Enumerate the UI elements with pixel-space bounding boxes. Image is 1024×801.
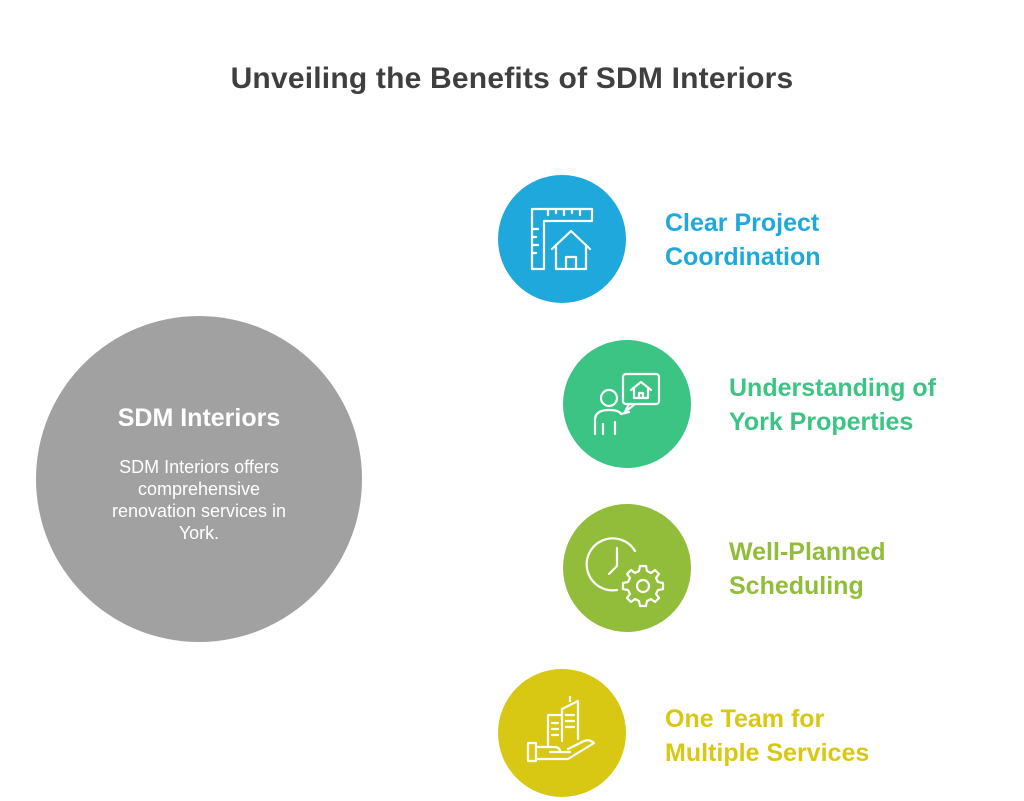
benefit-label-2: Understanding of York Properties bbox=[729, 371, 1019, 439]
benefit-label-4-line1: One Team for bbox=[665, 705, 825, 733]
benefit-label-2-line2: York Properties bbox=[729, 408, 914, 436]
benefit-label-3: Well-Planned Scheduling bbox=[729, 535, 1019, 603]
center-description: SDM Interiors offers comprehensive renov… bbox=[111, 457, 287, 543]
benefit-circle-3 bbox=[563, 504, 691, 632]
ruler-house-icon bbox=[530, 207, 594, 271]
benefit-circle-2 bbox=[563, 340, 691, 468]
hand-buildings-icon bbox=[526, 695, 596, 763]
benefit-label-2-line1: Understanding of bbox=[729, 374, 936, 402]
benefit-label-3-line1: Well-Planned bbox=[729, 538, 886, 566]
benefit-label-1-line2: Coordination bbox=[665, 243, 821, 271]
benefit-label-1: Clear Project Coordination bbox=[665, 206, 955, 274]
page-title: Unveiling the Benefits of SDM Interiors bbox=[230, 62, 794, 95]
benefit-circle-4 bbox=[498, 669, 626, 797]
sdm-interiors-circle bbox=[36, 316, 362, 642]
benefit-circle-1 bbox=[498, 175, 626, 303]
clock-gear-icon bbox=[585, 537, 665, 608]
benefit-label-4: One Team for Multiple Services bbox=[665, 702, 955, 770]
center-title: SDM Interiors bbox=[117, 404, 281, 432]
person-house-speech-icon bbox=[593, 372, 661, 436]
benefit-label-1-line1: Clear Project bbox=[665, 209, 820, 237]
benefit-label-3-line2: Scheduling bbox=[729, 572, 864, 600]
benefit-label-4-line2: Multiple Services bbox=[665, 739, 870, 767]
